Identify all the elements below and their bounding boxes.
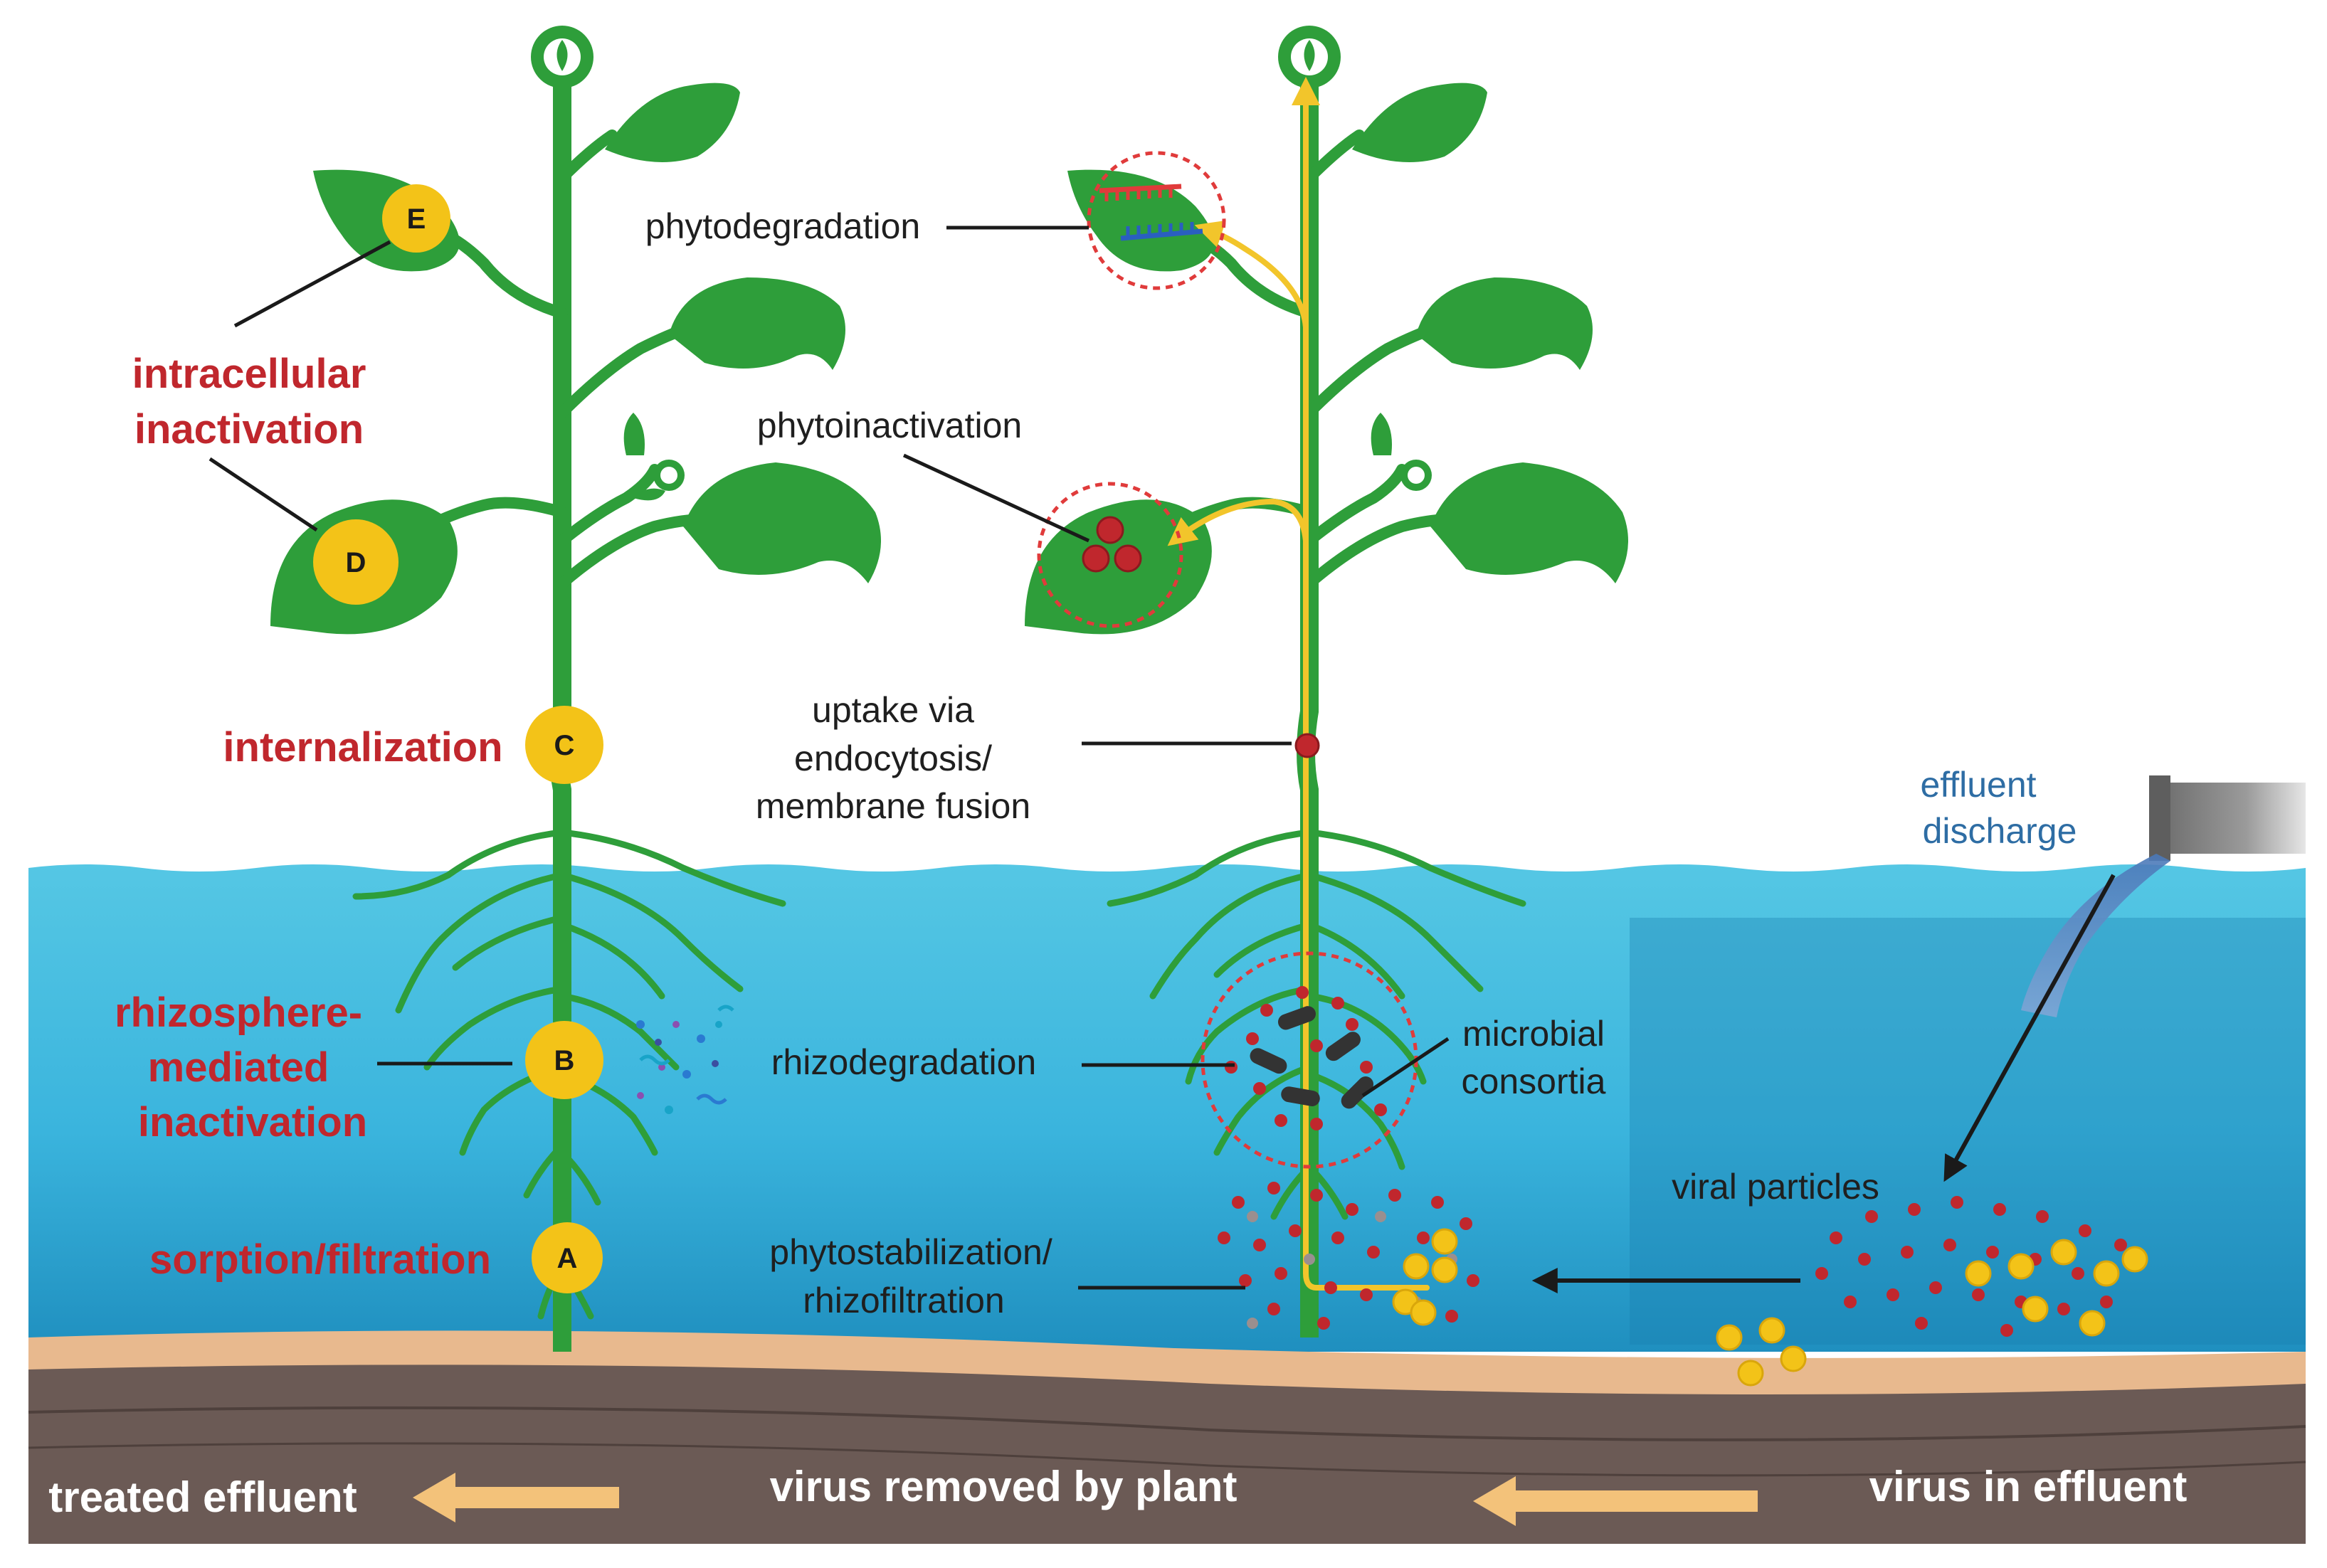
label-virus-removed: virus removed by plant: [770, 1463, 1238, 1510]
label-rhizosphere-line1: rhizosphere-: [115, 990, 362, 1036]
right-leaf-upper-right: [1352, 83, 1487, 162]
leader-microbial-consortia: [1361, 1037, 1450, 1098]
flow-arrow-left: [413, 1473, 619, 1522]
left-plant: [270, 26, 881, 1352]
label-uptake-line3: membrane fusion: [756, 786, 1030, 826]
label-effluent-line2: discharge: [1923, 811, 2077, 851]
flow-arrow-right: [1473, 1476, 1758, 1526]
leader-intracellular-e: [233, 240, 391, 328]
marker-e: E: [382, 184, 450, 253]
microbe-icon: [1250, 1006, 1374, 1109]
marker-d: D: [313, 519, 399, 605]
effluent-viral-particles: [1716, 1196, 2148, 1387]
uptake-arrow-phytodegradation: [1194, 220, 1309, 330]
uptake-arrow-phytoinactivation: [1167, 499, 1309, 546]
left-leaf-upper-right: [605, 83, 740, 162]
label-rhizodegradation: rhizodegradation: [771, 1042, 1037, 1082]
rna-strand-icon: [1099, 184, 1203, 241]
phytoinactivation-callout: [1037, 482, 1183, 628]
rhizodegradation-callout: [1201, 951, 1418, 1169]
label-virus-in-effluent: virus in effluent: [1869, 1463, 2188, 1510]
left-leaf-small: [623, 413, 645, 455]
label-phytodegradation: phytodegradation: [645, 206, 920, 246]
marker-b-letter: B: [554, 1045, 575, 1076]
label-phytostabilization-line1: phytostabilization/: [769, 1232, 1052, 1272]
uptake-pathway: [1167, 77, 1430, 1291]
sorbed-viral-particles: [1218, 1182, 1479, 1330]
label-treated-effluent: treated effluent: [48, 1473, 357, 1521]
marker-e-letter: E: [407, 203, 426, 235]
phytodegradation-callout: [1087, 151, 1226, 290]
marker-c-letter: C: [554, 730, 575, 761]
label-intracellular-line2: inactivation: [134, 406, 364, 452]
label-phytostabilization-line2: rhizofiltration: [803, 1281, 1004, 1320]
label-rhizosphere-line2: mediated: [148, 1044, 329, 1091]
left-leaf-lower-right: [683, 462, 881, 583]
water-body: [28, 864, 2306, 1352]
marker-a: A: [532, 1222, 603, 1293]
soil-stratum-line: [28, 1406, 2306, 1441]
right-plant-flower-bud: [1278, 26, 1341, 88]
rhizo-virus-cluster: [1225, 986, 1387, 1130]
left-plant-small-bud: [653, 460, 685, 491]
rhizosphere-microbes: [636, 1005, 734, 1114]
leader-intracellular-d: [209, 457, 318, 532]
right-leaf-lower-right: [1430, 462, 1628, 583]
sky-background: [0, 0, 2327, 868]
left-plant-flower-bud: [531, 26, 593, 88]
right-plant-small-bud: [1400, 460, 1432, 491]
uptake-virus-particle: [1294, 733, 1320, 758]
marker-a-letter: A: [557, 1243, 578, 1274]
label-uptake-line1: uptake via: [812, 690, 974, 730]
marker-c: C: [525, 706, 603, 784]
label-phytoinactivation: phytoinactivation: [757, 406, 1022, 445]
marker-d-letter: D: [346, 547, 366, 578]
right-leaf-mid-right: [1416, 277, 1593, 370]
label-effluent-line1: effluent: [1920, 765, 2036, 805]
right-leaf-phytodegradation: [1067, 169, 1214, 272]
uptake-arrow-main: [1292, 77, 1430, 1291]
label-intracellular-line1: intracellular: [132, 351, 366, 397]
left-leaf-tiny: [633, 488, 665, 501]
left-leaf-mid-right: [669, 277, 845, 370]
pipe-icon: [2149, 775, 2306, 861]
label-viral-particles: viral particles: [1672, 1167, 1879, 1207]
virus-particle-icon: [1082, 516, 1142, 573]
label-microbial-line1: microbial: [1462, 1014, 1605, 1054]
label-internalization: internalization: [223, 724, 502, 770]
label-uptake-line2: endocytosis/: [794, 738, 992, 778]
label-sorption-filtration: sorption/filtration: [149, 1236, 491, 1283]
arrow-discharge-to-particles: [1943, 874, 2116, 1182]
soil-stratum-line: [28, 1442, 2306, 1477]
leader-phytoinactivation: [902, 453, 1090, 543]
label-rhizosphere-line3: inactivation: [138, 1099, 367, 1145]
marker-b: B: [525, 1021, 603, 1099]
label-microbial-line2: consortia: [1462, 1061, 1606, 1101]
right-leaf-small: [1371, 413, 1392, 455]
